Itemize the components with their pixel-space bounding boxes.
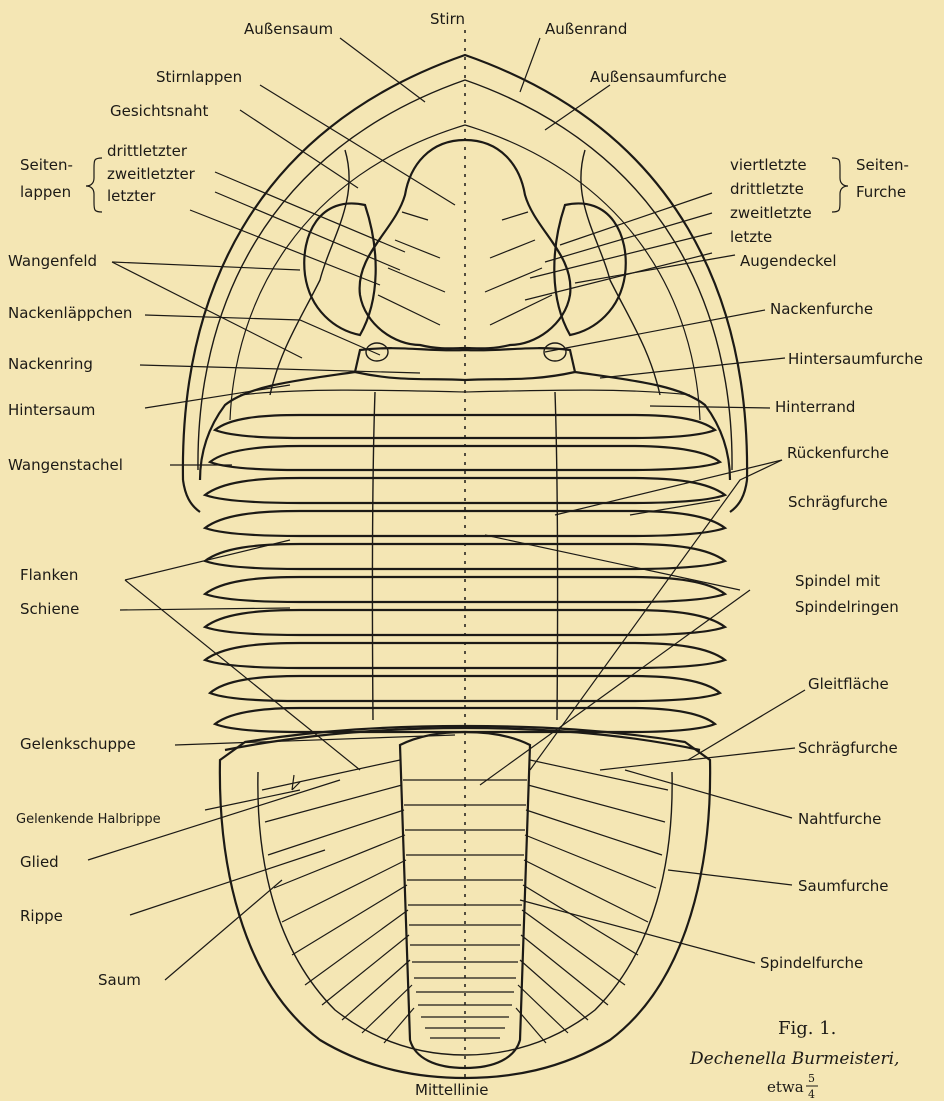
genal-spine-left [183, 480, 200, 512]
axial-rings [403, 780, 527, 1038]
label-nahtfurche: Nahtfurche [798, 810, 881, 828]
label-zweitletzter: zweitletzter [107, 165, 196, 183]
label-schiene: Schiene [20, 600, 79, 618]
caption-scale-denominator: 4 [808, 1088, 815, 1101]
caption-scale-numerator: 5 [808, 1072, 815, 1085]
label-glied: Glied [20, 853, 59, 871]
label-schraegfurche-1: Schrägfurche [788, 493, 888, 511]
glabellar-furrow-l1 [402, 212, 428, 220]
genal-spine-right [730, 480, 747, 512]
bracket-right [832, 158, 848, 212]
label-drittletzte: drittletzte [730, 180, 804, 198]
thoracic-segment-4 [205, 511, 725, 536]
label-augendeckel: Augendeckel [740, 252, 837, 270]
label-gelenkschuppe: Gelenkschuppe [20, 735, 136, 753]
glabellar-furrow-r3 [485, 268, 542, 292]
label-viertletzte: viertletzte [730, 156, 807, 174]
pleural-ribs-right [516, 760, 668, 1043]
thoracic-segment-2 [210, 446, 720, 470]
label-wangenfeld: Wangenfeld [8, 252, 97, 270]
glabellar-furrow-r2 [490, 240, 535, 258]
inner-rim-line [230, 125, 700, 420]
caption-species: Dechenella Burmeisteri, [689, 1049, 899, 1069]
label-gleitflaeche: Gleitfläche [808, 675, 889, 693]
axial-furrow-left [372, 392, 375, 720]
label-seitenlappen-2: lappen [20, 183, 71, 201]
label-hintersaum: Hintersaum [8, 401, 95, 419]
label-flanken: Flanken [20, 566, 78, 584]
caption-fig-number: Fig. 1. [778, 1018, 836, 1039]
label-nackenfurche: Nackenfurche [770, 300, 873, 318]
label-schraegfurche-2: Schrägfurche [798, 739, 898, 757]
glabellar-furrow-l3 [388, 268, 445, 292]
label-spindel-1: Spindel mit [795, 572, 880, 590]
glabellar-furrow-l2 [395, 240, 440, 258]
glabella-outline [360, 140, 571, 348]
label-gesichtsnaht: Gesichtsnaht [110, 102, 208, 120]
label-spindel-2: Spindelringen [795, 598, 899, 616]
label-stirnlappen: Stirnlappen [156, 68, 242, 86]
axial-furrow-right [555, 392, 558, 720]
label-mittellinie: Mittellinie [415, 1081, 489, 1099]
label-hinterrand: Hinterrand [775, 398, 855, 416]
facial-suture-right [581, 150, 660, 395]
label-stirn: Stirn [430, 10, 465, 28]
glabellar-furrow-l4 [378, 295, 440, 325]
label-hintersaumfurche: Hintersaumfurche [788, 350, 923, 368]
label-aussenrand: Außenrand [545, 20, 627, 38]
label-rueckenfurche: Rückenfurche [787, 444, 889, 462]
thoracic-segment-5 [205, 544, 725, 569]
label-rippe: Rippe [20, 907, 63, 925]
label-letzte: letzte [730, 228, 772, 246]
label-seitenfurche-1: Seiten- [856, 156, 909, 174]
label-seitenlappen-1: Seiten- [20, 156, 73, 174]
label-nackenring: Nackenring [8, 355, 93, 373]
label-aussensaum: Außensaum [244, 20, 333, 38]
nuchal-lobe-left [366, 343, 388, 361]
label-zweitletzte: zweitletzte [730, 204, 812, 222]
label-aussensaumfurche: Außensaumfurche [590, 68, 727, 86]
glabellar-furrow-r4 [490, 295, 552, 325]
label-letzter: letzter [107, 187, 156, 205]
label-gelenkende-halbrippe: Gelenkende Halbrippe [16, 812, 161, 827]
glabellar-furrow-r1 [502, 212, 528, 220]
bracket-left [86, 158, 102, 212]
pleural-ribs-left [262, 760, 414, 1043]
label-seitenfurche-2: Furche [856, 183, 906, 201]
thoracic-segment-7 [205, 610, 725, 635]
label-spindelfurche: Spindelfurche [760, 954, 863, 972]
label-wangenstachel: Wangenstachel [8, 456, 123, 474]
label-saumfurche: Saumfurche [798, 877, 888, 895]
facial-suture-left [270, 150, 349, 395]
label-nackenlaeppchen: Nackenläppchen [8, 304, 132, 322]
figure-caption: Fig. 1. Dechenella Burmeisteri, etwa 5 4 [689, 1018, 899, 1101]
caption-scale-prefix: etwa [767, 1078, 804, 1096]
label-saum: Saum [98, 971, 141, 989]
label-drittletzter: drittletzter [107, 142, 188, 160]
